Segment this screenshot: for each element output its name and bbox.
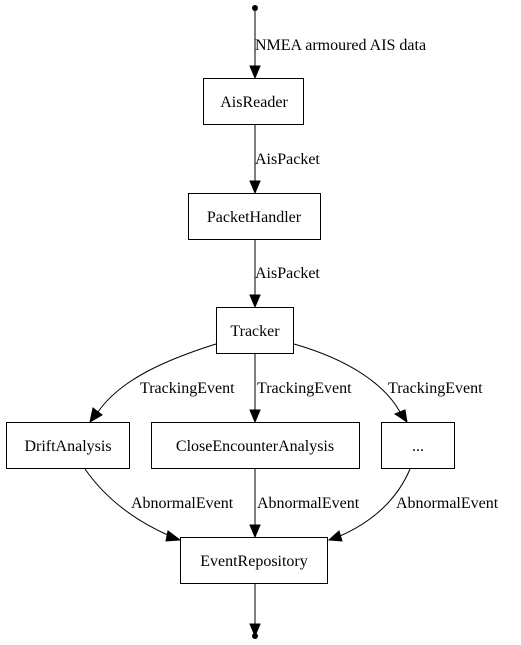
node-event-repository-box xyxy=(180,537,328,584)
edge-close-to-repository: AbnormalEvent xyxy=(249,469,360,539)
node-tracker: Tracker xyxy=(216,307,294,354)
node-ais-reader: AisReader xyxy=(203,78,304,125)
edge-tracker-to-close-label: TrackingEvent xyxy=(257,380,352,397)
node-tracker-label: Tracker xyxy=(230,323,280,340)
edge-repository-to-output xyxy=(249,584,261,638)
edge-reader-to-handler-arrowhead xyxy=(249,180,261,195)
node-ellipsis-box xyxy=(381,422,455,469)
node-close-encounter-analysis-box xyxy=(151,422,360,469)
edge-drift-to-repository-label: AbnormalEvent xyxy=(131,495,234,512)
node-packet-handler-label: PacketHandler xyxy=(207,209,302,226)
node-ais-reader-box xyxy=(203,78,304,125)
edge-drift-to-repository-line xyxy=(84,468,171,537)
edge-tracker-to-ellipsis: TrackingEvent xyxy=(293,343,483,424)
edge-handler-to-tracker-arrowhead xyxy=(249,294,261,309)
edge-input-to-reader-label: NMEA armoured AIS data xyxy=(255,37,426,54)
edge-ellipsis-to-repository-arrowhead xyxy=(327,530,343,542)
node-event-repository: EventRepository xyxy=(180,537,328,584)
edge-input-to-reader-arrowhead xyxy=(249,65,261,80)
node-event-repository-label: EventRepository xyxy=(200,553,308,570)
output-endpoint xyxy=(252,633,258,639)
node-ellipsis: ... xyxy=(381,422,455,469)
node-ais-reader-label: AisReader xyxy=(220,94,288,111)
node-close-encounter-analysis-label: CloseEncounterAnalysis xyxy=(176,438,334,455)
edge-tracker-to-ellipsis-arrowhead xyxy=(393,409,408,424)
edge-ellipsis-to-repository-label: AbnormalEvent xyxy=(396,495,499,512)
edge-handler-to-tracker: AisPacket xyxy=(249,240,320,309)
edge-reader-to-handler: AisPacket xyxy=(249,125,320,195)
node-drift-analysis-label: DriftAnalysis xyxy=(24,438,111,455)
edge-tracker-to-close-arrowhead xyxy=(249,409,261,424)
edge-drift-to-repository-arrowhead xyxy=(165,530,182,542)
edge-repository-to-output-arrowhead xyxy=(249,623,261,638)
edge-input-to-reader: NMEA armoured AIS data xyxy=(249,8,426,80)
node-drift-analysis: DriftAnalysis xyxy=(6,422,130,469)
node-ellipsis-label: ... xyxy=(412,438,424,455)
node-packet-handler: PacketHandler xyxy=(188,193,321,240)
edge-tracker-to-ellipsis-label: TrackingEvent xyxy=(388,380,483,397)
node-tracker-box xyxy=(216,307,294,354)
edge-tracker-to-drift-arrowhead xyxy=(89,407,103,424)
node-packet-handler-box xyxy=(188,193,321,240)
edge-ellipsis-to-repository-line xyxy=(339,468,411,537)
edge-handler-to-tracker-label: AisPacket xyxy=(255,265,320,282)
edge-tracker-to-drift-line xyxy=(97,343,217,413)
node-drift-analysis-box xyxy=(6,422,130,469)
edge-close-to-repository-arrowhead xyxy=(249,524,261,539)
node-close-encounter-analysis: CloseEncounterAnalysis xyxy=(151,422,360,469)
edge-close-to-repository-label: AbnormalEvent xyxy=(257,495,360,512)
edge-tracker-to-close: TrackingEvent xyxy=(249,354,352,424)
edge-tracker-to-ellipsis-line xyxy=(293,343,401,413)
edge-drift-to-repository: AbnormalEvent xyxy=(84,468,234,542)
edge-reader-to-handler-label: AisPacket xyxy=(255,151,320,168)
edge-tracker-to-drift: TrackingEvent xyxy=(89,343,235,424)
edge-ellipsis-to-repository: AbnormalEvent xyxy=(327,468,499,542)
edge-tracker-to-drift-label: TrackingEvent xyxy=(140,380,235,397)
